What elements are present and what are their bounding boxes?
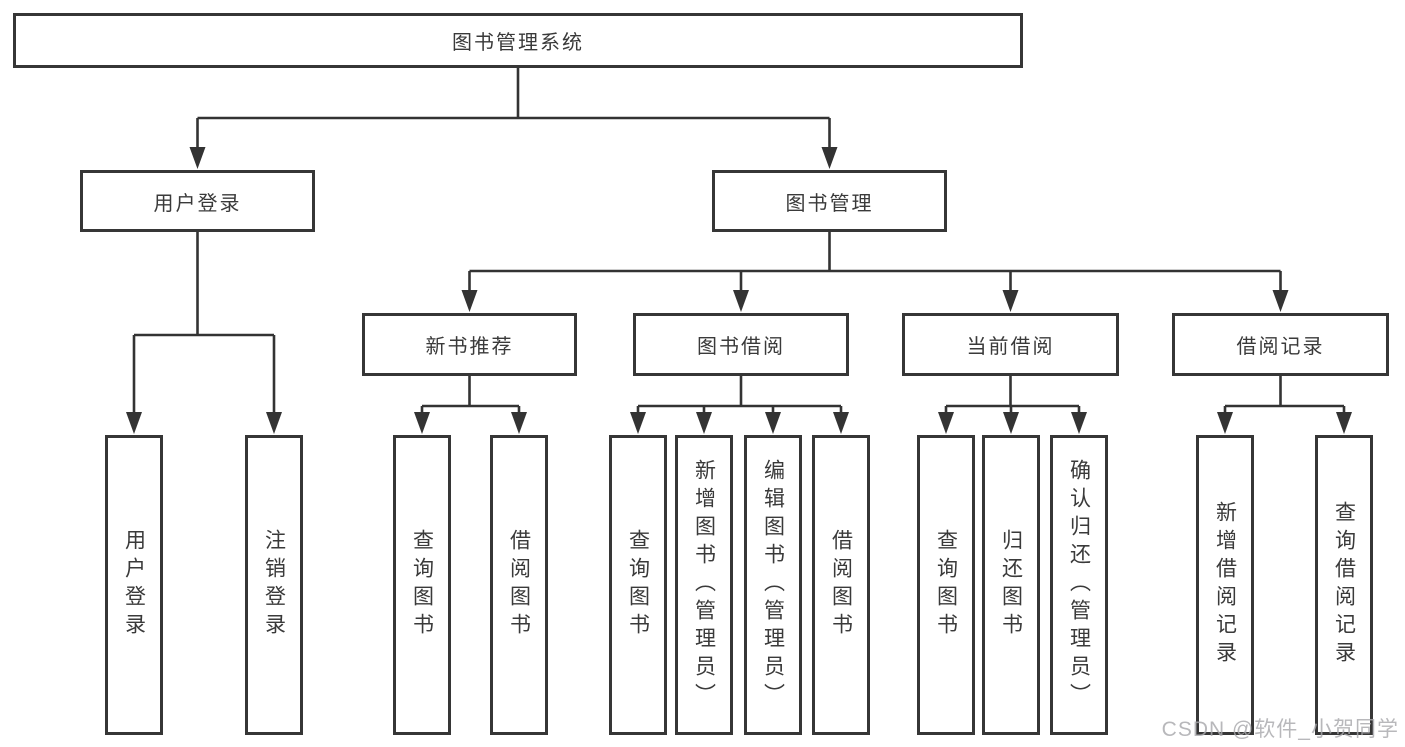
- leaf-logout: 注销登录: [245, 435, 303, 735]
- node-label: 用户登录: [153, 192, 242, 215]
- node-label: 新书推荐: [425, 336, 514, 358]
- node-book-borrowing: 图书借阅: [633, 313, 849, 376]
- node-label: 借阅图书: [507, 529, 531, 641]
- node-user-login: 用户登录: [80, 170, 315, 232]
- leaf-borrow-books-under-recommendation: 借阅图书: [490, 435, 548, 735]
- node-root-library-system: 图书管理系统: [13, 13, 1023, 68]
- csdn-watermark: CSDN @软件_小贺同学: [1161, 718, 1399, 741]
- node-label: 确认归还（管理员）: [1067, 459, 1091, 711]
- node-current-borrowing: 当前借阅: [902, 313, 1119, 376]
- leaf-confirm-return-admin: 确认归还（管理员）: [1050, 435, 1108, 735]
- node-label: 查询图书: [626, 529, 650, 641]
- node-label: 借阅记录: [1236, 336, 1325, 358]
- leaf-query-borrow-record: 查询借阅记录: [1315, 435, 1373, 735]
- node-book-management: 图书管理: [712, 170, 947, 232]
- leaf-query-books-under-borrowing: 查询图书: [609, 435, 667, 735]
- node-label: 图书管理: [785, 192, 874, 215]
- node-label: 新增借阅记录: [1213, 501, 1237, 669]
- node-new-book-recommendation: 新书推荐: [362, 313, 577, 376]
- leaf-query-books-under-recommendation: 查询图书: [393, 435, 451, 735]
- node-label: 查询借阅记录: [1332, 501, 1356, 669]
- node-label: 图书管理系统: [452, 32, 584, 54]
- node-label: 图书借阅: [697, 336, 785, 358]
- node-label: 借阅图书: [829, 529, 853, 641]
- node-label: 当前借阅: [966, 336, 1055, 358]
- node-label: 查询图书: [934, 529, 958, 641]
- node-label: 归还图书: [999, 529, 1023, 641]
- leaf-return-books: 归还图书: [982, 435, 1040, 735]
- node-label: 用户登录: [122, 529, 146, 641]
- leaf-query-books-under-current: 查询图书: [917, 435, 975, 735]
- arrowheads: [126, 147, 1352, 434]
- node-borrowing-records: 借阅记录: [1172, 313, 1389, 376]
- leaf-add-borrow-record: 新增借阅记录: [1196, 435, 1254, 735]
- node-label: 编辑图书（管理员）: [761, 459, 785, 711]
- leaf-add-books-admin: 新增图书（管理员）: [675, 435, 733, 735]
- node-label: 查询图书: [410, 529, 434, 641]
- leaf-edit-books-admin: 编辑图书（管理员）: [744, 435, 802, 735]
- leaf-borrow-books-under-borrowing: 借阅图书: [812, 435, 870, 735]
- node-label: 新增图书（管理员）: [692, 459, 716, 711]
- leaf-user-login: 用户登录: [105, 435, 163, 735]
- node-label: 注销登录: [262, 529, 286, 641]
